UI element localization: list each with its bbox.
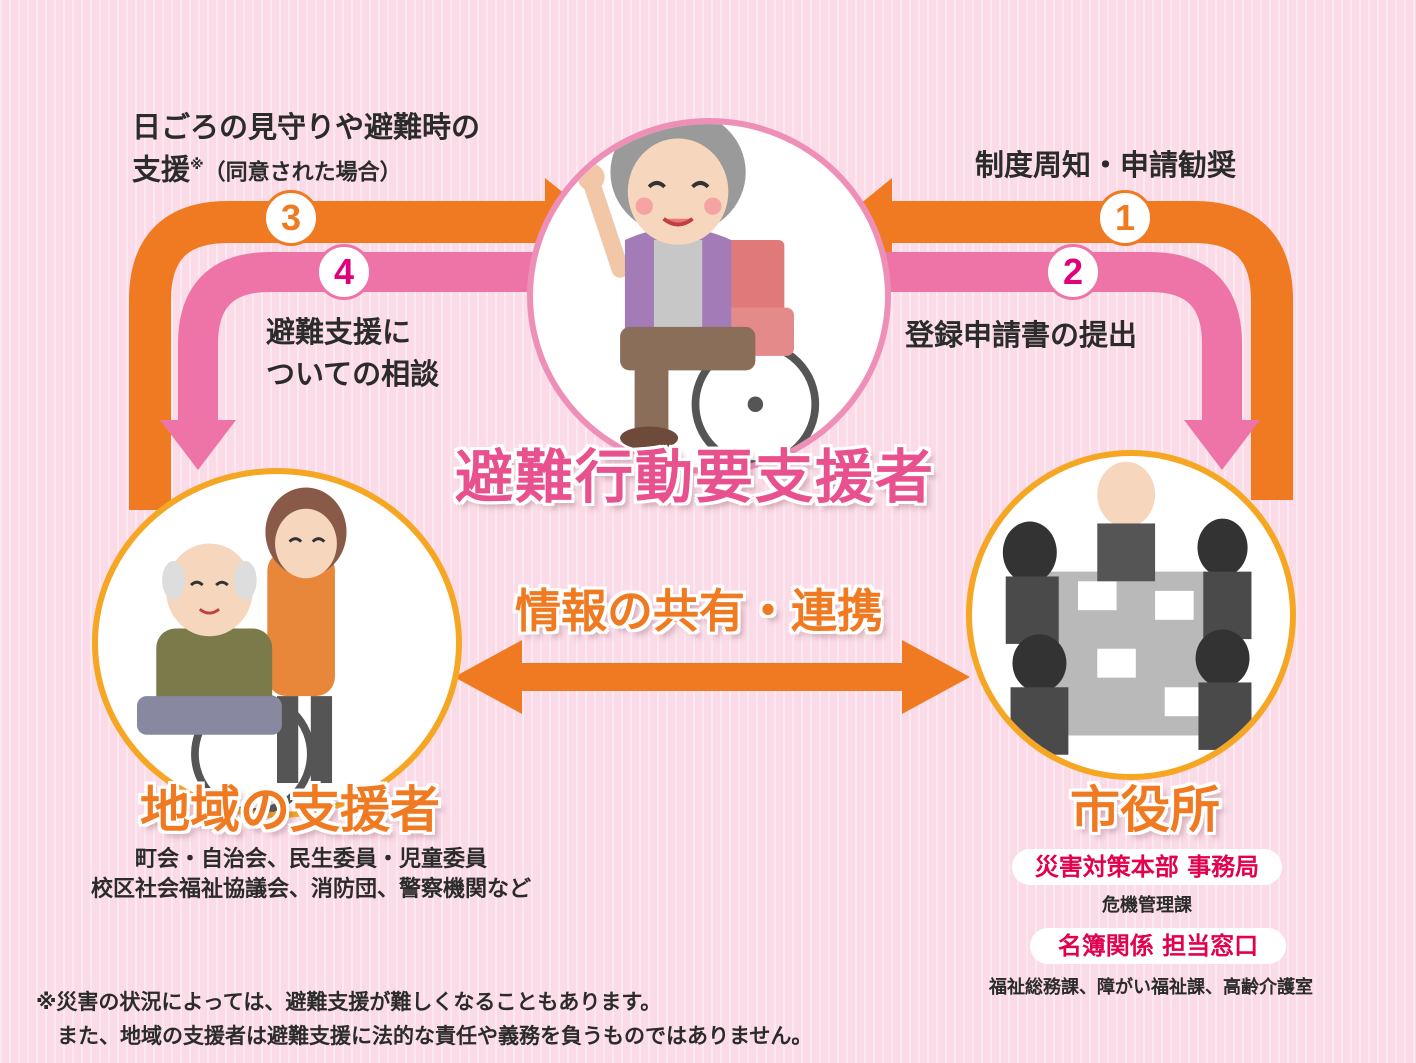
badge-2: 2	[1045, 244, 1101, 300]
caregiver-wheelchair-illustration	[136, 487, 347, 812]
badge-1: 1	[1097, 190, 1153, 246]
flow-3-note-mark: ※	[190, 157, 204, 173]
center-illustration-circle	[527, 118, 891, 474]
flow-3-label: 日ごろの見守りや避難時の 支援※（同意された場合）	[132, 108, 480, 193]
right-pill-1-sub: 危機管理課	[1102, 895, 1192, 916]
share-arrow-left-head	[454, 640, 522, 714]
right-pill-2-sub: 福祉総務課、障がい福祉課、高齢介護室	[989, 977, 1313, 998]
flow-2-label: 登録申請書の提出	[905, 318, 1138, 352]
right-pill-1: 災害対策本部 事務局	[1012, 849, 1282, 885]
arrow-1-orange	[892, 201, 1293, 500]
share-label: 情報の共有・連携	[515, 584, 883, 638]
flow-4-line1: 避難支援に	[266, 315, 412, 349]
center-title: 避難行動要支援者	[455, 443, 936, 511]
arrow-3-orange	[129, 201, 545, 510]
flow-3-support: 支援	[132, 152, 191, 187]
left-desc-line2: 校区社会福祉協議会、消防団、警察機関など	[90, 877, 531, 902]
share-arrow-body	[520, 663, 905, 691]
badge-4: 4	[316, 244, 372, 300]
flow-3-line2: 支援※（同意された場合）	[132, 146, 480, 193]
flow-3-note: （同意された場合）	[203, 160, 402, 186]
left-title: 地域の支援者	[140, 781, 440, 839]
elderly-woman-wheelchair-illustration	[577, 124, 820, 468]
badge-3: 3	[263, 190, 319, 246]
right-title: 市役所	[1070, 781, 1220, 839]
footnote-line2: また、地域の支援者は避難支援に法的な責任や義務を負うものではありません。	[36, 1024, 813, 1048]
arrow-2-pink	[880, 252, 1242, 420]
flow-1-label: 制度周知・申請勧奨	[975, 148, 1237, 182]
left-illustration-circle	[92, 468, 462, 818]
flow-4-label: 避難支援に ついての相談	[266, 311, 439, 395]
flow-4-line2: ついての相談	[266, 357, 440, 391]
office-meeting-illustration	[1002, 461, 1252, 755]
arrow-2-head	[1184, 420, 1260, 470]
footnote-line1: ※災害の状況によっては、避難支援が難しくなることもあります。	[36, 990, 662, 1014]
share-arrow-right-head	[902, 640, 970, 714]
footnote: ※災害の状況によっては、避難支援が難しくなることもあります。 また、地域の支援者…	[36, 985, 812, 1053]
left-description: 町会・自治会、民生委員・児童委員 校区社会福祉協議会、消防団、警察機関など	[66, 845, 556, 905]
arrow-4-pink	[178, 252, 540, 420]
right-pill-2: 名簿関係 担当窓口	[1030, 928, 1286, 964]
right-illustration-circle	[966, 450, 1296, 780]
left-desc-line1: 町会・自治会、民生委員・児童委員	[134, 847, 487, 872]
flow-3-line1: 日ごろの見守りや避難時の	[132, 110, 481, 144]
arrow-4-head	[160, 420, 236, 470]
